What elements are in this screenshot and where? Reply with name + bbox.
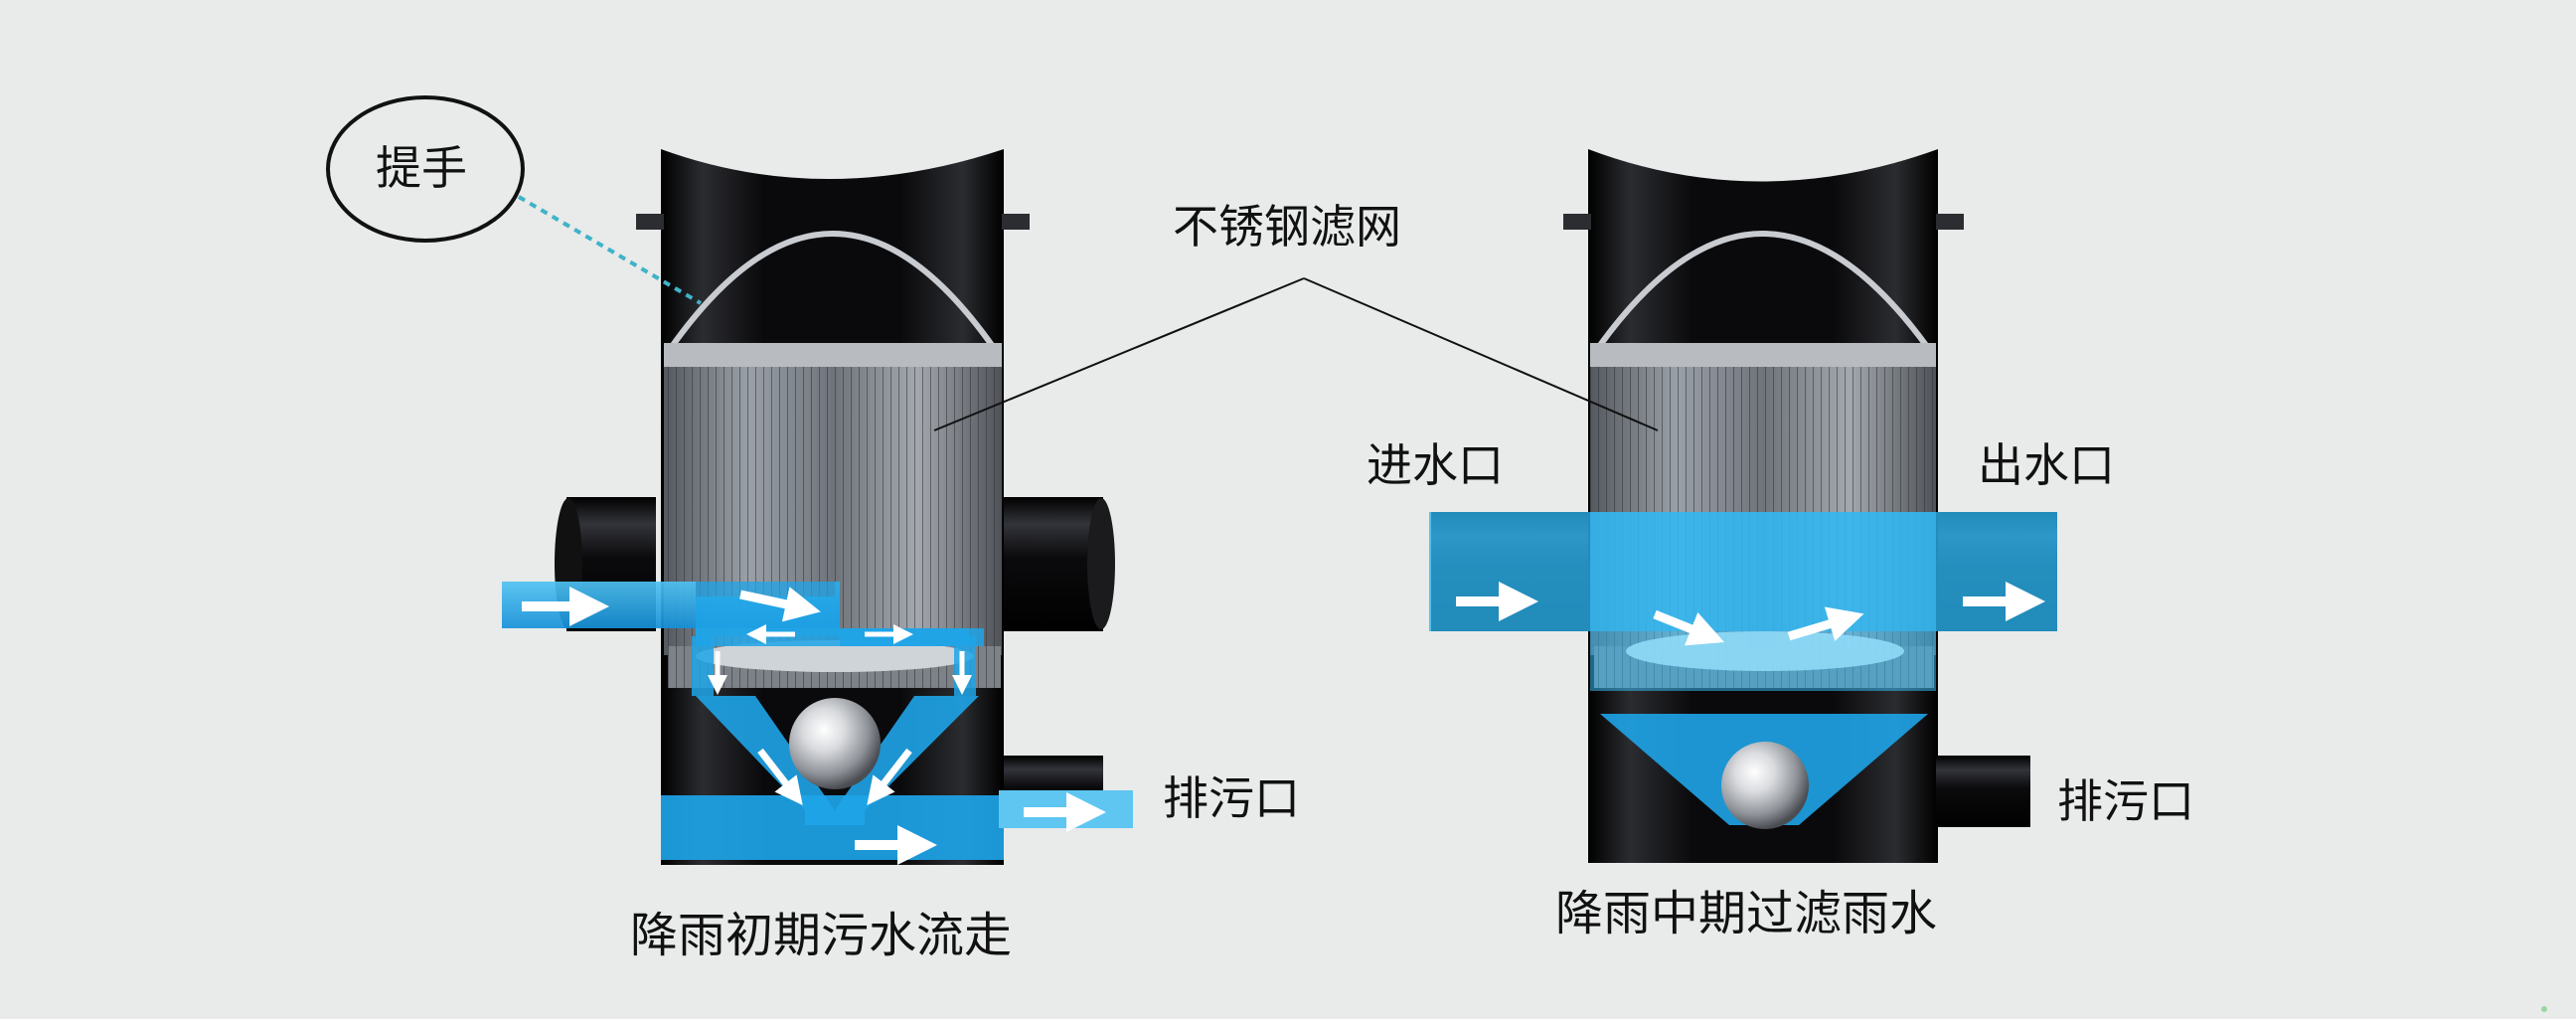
left-water-upper-band (696, 628, 984, 646)
caption-left: 降雨初期污水流走 (630, 908, 1013, 963)
left-arrow-inside (739, 587, 821, 622)
left-filter-unit (502, 149, 1133, 865)
right-drain-pipe (1936, 756, 2030, 827)
left-arrow-funnel-left (757, 748, 803, 805)
left-flange-left (636, 214, 664, 230)
left-outlet-pipe (994, 497, 1103, 631)
left-water-right-drop (954, 636, 976, 696)
right-arrow-in (1653, 609, 1725, 646)
right-handle-arc (1595, 231, 1931, 350)
left-outlet-pipe-opening (1087, 498, 1115, 629)
right-float-ball (1721, 742, 1809, 829)
left-handle-arc (668, 231, 997, 350)
filter-leader-left (933, 277, 1305, 431)
filter-leader-right (1303, 277, 1659, 431)
caption-right: 降雨中期过滤雨水 (1555, 886, 1938, 941)
corner-mark (2541, 1006, 2547, 1012)
left-float-ball (789, 698, 881, 789)
right-filter-unit (1429, 149, 2057, 863)
left-water-bottom (661, 795, 1004, 860)
label-outlet: 出水口 (1978, 438, 2115, 492)
right-mesh-rim (1590, 343, 1936, 367)
left-arrow-funnel-right (867, 748, 912, 805)
right-flange-left (1563, 214, 1591, 230)
label-drain-right: 排污口 (2057, 774, 2194, 828)
left-water-left-drop (692, 636, 714, 696)
left-water-inlet-channel (696, 582, 840, 636)
handle-leader-line (517, 195, 703, 305)
left-mesh-rim (664, 343, 1002, 367)
label-stainless-filter: 不锈钢滤网 (1173, 200, 1401, 254)
label-inlet: 进水口 (1367, 438, 1504, 492)
left-mesh-bottom-disc (696, 640, 974, 672)
handle-callout-ellipse (326, 95, 525, 243)
left-water-funnel (696, 696, 979, 825)
right-flange-right (1936, 214, 1964, 230)
label-drain-left: 排污口 (1163, 771, 1300, 825)
right-arrow-out (1787, 606, 1864, 641)
label-handle: 提手 (376, 141, 467, 195)
left-flange-right (1002, 214, 1030, 230)
right-water-disc (1626, 631, 1904, 671)
